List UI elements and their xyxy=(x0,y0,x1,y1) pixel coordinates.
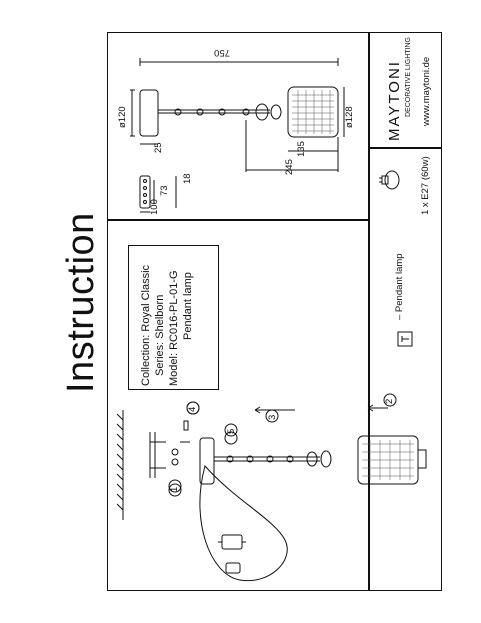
shade-mesh-pattern xyxy=(292,90,334,134)
pendant-lamp-icon xyxy=(397,331,413,347)
installation-drawing xyxy=(116,393,427,582)
mounting-bracket-drawing xyxy=(139,175,177,213)
bottom-shade-mesh-pattern xyxy=(362,440,414,480)
frame-divider-vertical xyxy=(368,32,370,591)
brand-divider xyxy=(368,147,442,149)
sheet-frame xyxy=(107,32,442,591)
product-info-box xyxy=(128,245,219,390)
lamp-side-view xyxy=(130,58,345,172)
bulb-icon xyxy=(379,170,400,190)
frame-divider-horizontal xyxy=(107,219,368,221)
